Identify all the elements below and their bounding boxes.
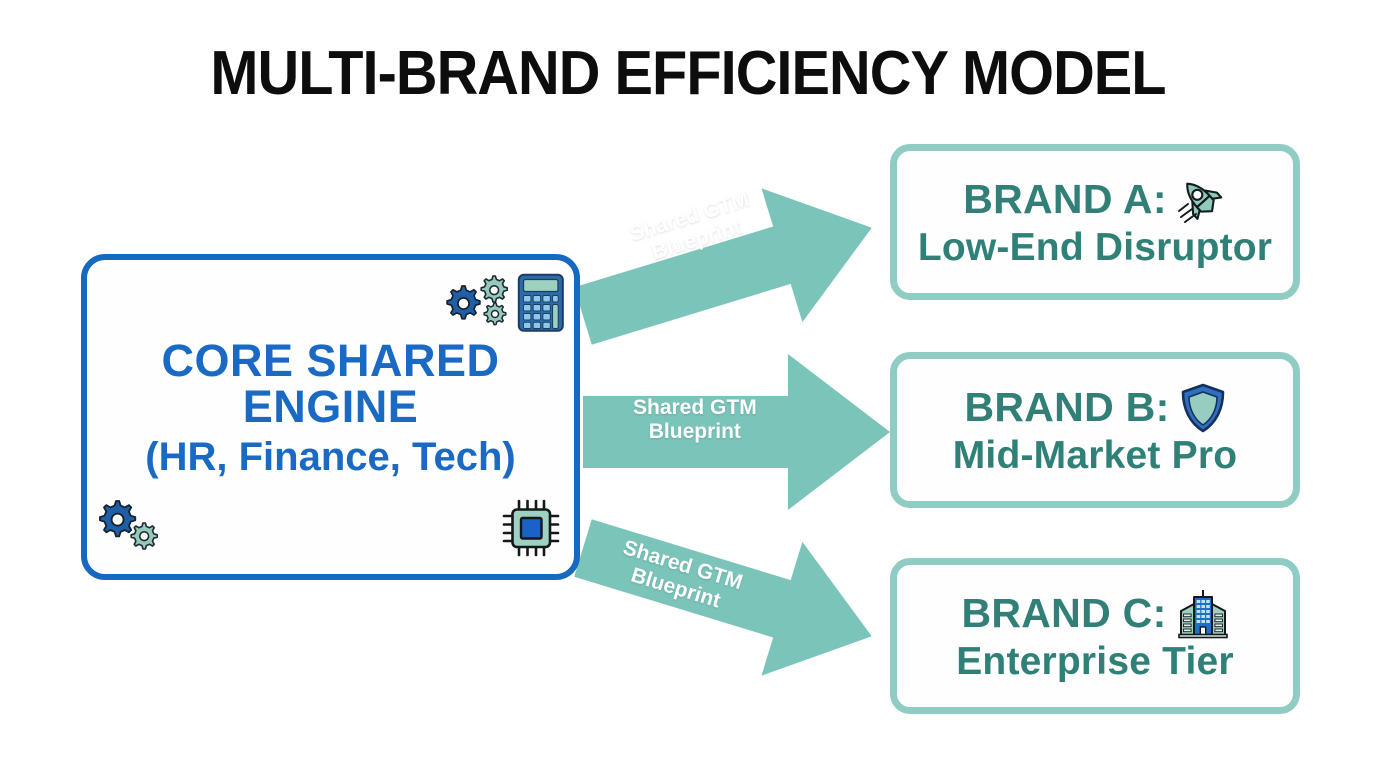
core-label: CORE SHARED ENGINE (HR, Finance, Tech) bbox=[87, 335, 574, 479]
rocket-icon bbox=[1177, 175, 1227, 225]
core-shared-engine-box[interactable]: CORE SHARED ENGINE (HR, Finance, Tech) bbox=[81, 254, 580, 580]
arrow-to-brand-a: Shared GTM Blueprint bbox=[574, 168, 893, 368]
gears-and-calculator-icon bbox=[444, 272, 566, 339]
office-building-icon bbox=[1177, 589, 1229, 639]
brand-c-subtitle: Enterprise Tier bbox=[956, 639, 1234, 683]
core-label-line1: CORE SHARED bbox=[161, 335, 500, 386]
gears-icon bbox=[97, 499, 173, 566]
shield-icon bbox=[1180, 383, 1226, 433]
brand-c-heading: BRAND C: bbox=[961, 589, 1228, 639]
brand-a-box[interactable]: BRAND A: Lo bbox=[890, 144, 1300, 300]
arrow-to-brand-c: Shared GTM Blueprint bbox=[574, 492, 893, 692]
brand-b-label: BRAND B: bbox=[964, 383, 1170, 430]
core-label-line3: (HR, Finance, Tech) bbox=[145, 434, 516, 479]
brand-c-box[interactable]: BRAND C: bbox=[890, 558, 1300, 714]
brand-b-box[interactable]: BRAND B: Mid-Market Pro bbox=[890, 352, 1300, 508]
brand-a-subtitle: Low-End Disruptor bbox=[917, 225, 1273, 269]
brand-a-label: BRAND A: bbox=[963, 175, 1167, 222]
brand-a-heading: BRAND A: bbox=[963, 175, 1227, 225]
arrow-to-brand-b: Shared GTM Blueprint bbox=[583, 352, 893, 512]
microchip-icon bbox=[502, 499, 560, 562]
brand-b-heading: BRAND B: bbox=[964, 383, 1225, 433]
brand-c-label: BRAND C: bbox=[961, 589, 1167, 636]
brand-b-subtitle: Mid-Market Pro bbox=[952, 433, 1238, 477]
page-title: MULTI-BRAND EFFICIENCY MODEL bbox=[210, 39, 1166, 108]
core-label-line2: ENGINE bbox=[242, 381, 419, 433]
